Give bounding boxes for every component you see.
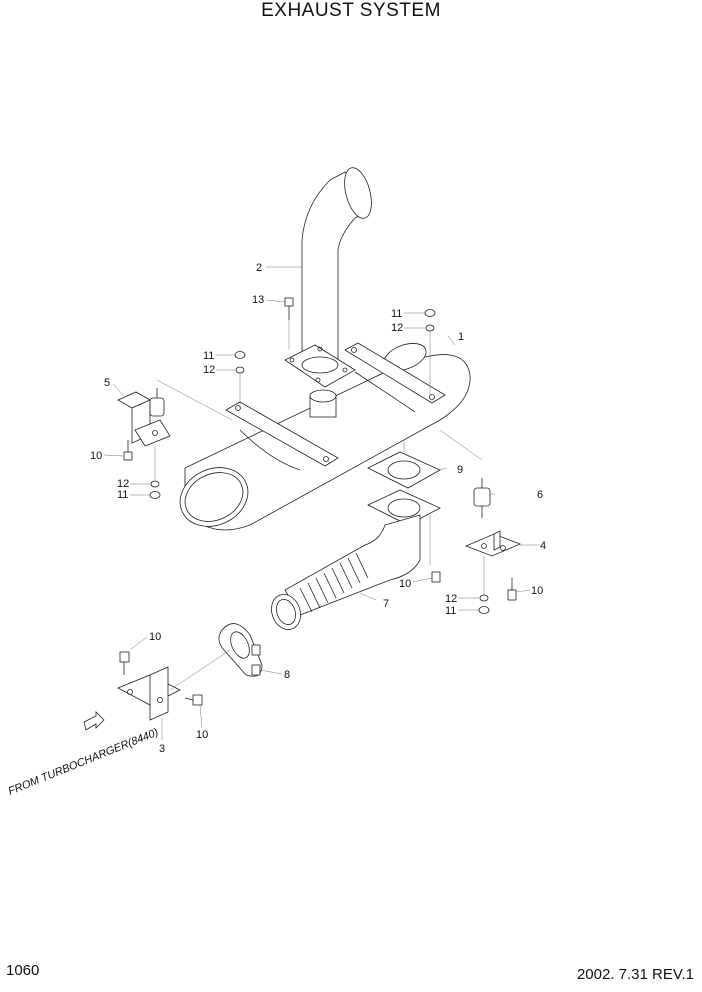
gasket-flange — [367, 440, 441, 526]
from-turbocharger-label: FROM TURBOCHARGER(8440) — [7, 726, 161, 797]
callout-11-top-right: 11 — [391, 308, 402, 320]
muffler — [179, 343, 471, 531]
callout-4: 4 — [540, 540, 546, 552]
callout-7: 7 — [383, 598, 389, 610]
leader-lines — [112, 266, 540, 740]
nut-washer-right — [424, 309, 436, 396]
callout-10-left: 10 — [90, 450, 102, 462]
callout-11-left: 11 — [117, 489, 128, 501]
pipe-clamp — [218, 623, 263, 677]
callout-2: 2 — [256, 262, 262, 274]
callout-10-right: 10 — [531, 585, 543, 597]
page-number: 1060 — [6, 962, 40, 979]
callout-5: 5 — [104, 377, 110, 389]
callout-12-top-left: 12 — [203, 364, 215, 376]
callout-10-mid: 10 — [399, 578, 411, 590]
revision-date: 2002. 7.31 REV.1 — [576, 966, 694, 983]
callout-13: 13 — [252, 294, 264, 306]
flex-exhaust-pipe — [271, 514, 441, 630]
nut-washer-left — [234, 351, 246, 408]
fastener-leaders — [103, 299, 531, 729]
callout-6: 6 — [537, 489, 543, 501]
support-bracket-right — [439, 429, 522, 614]
muffler-bracket-left — [225, 401, 339, 467]
turbo-bracket — [83, 649, 231, 731]
callout-9: 9 — [457, 464, 463, 476]
muffler-bracket-right — [344, 342, 446, 404]
callout-12-right: 12 — [445, 593, 457, 605]
bolt-13 — [284, 297, 294, 350]
callout-8: 8 — [284, 669, 290, 681]
page-title: EXHAUST SYSTEM — [261, 0, 441, 21]
callout-1: 1 — [458, 331, 464, 343]
callout-10-bracket-top: 10 — [149, 631, 161, 643]
callout-12-top-right: 12 — [391, 322, 403, 334]
callout-11-right: 11 — [445, 605, 456, 617]
callout-12-left: 12 — [117, 478, 129, 490]
support-bracket-left — [117, 379, 233, 499]
callout-3: 3 — [159, 743, 165, 755]
exhaust-stack-pipe — [284, 167, 372, 388]
callout-11-top-left: 11 — [203, 350, 214, 362]
callout-10-bracket-bottom: 10 — [196, 729, 208, 741]
